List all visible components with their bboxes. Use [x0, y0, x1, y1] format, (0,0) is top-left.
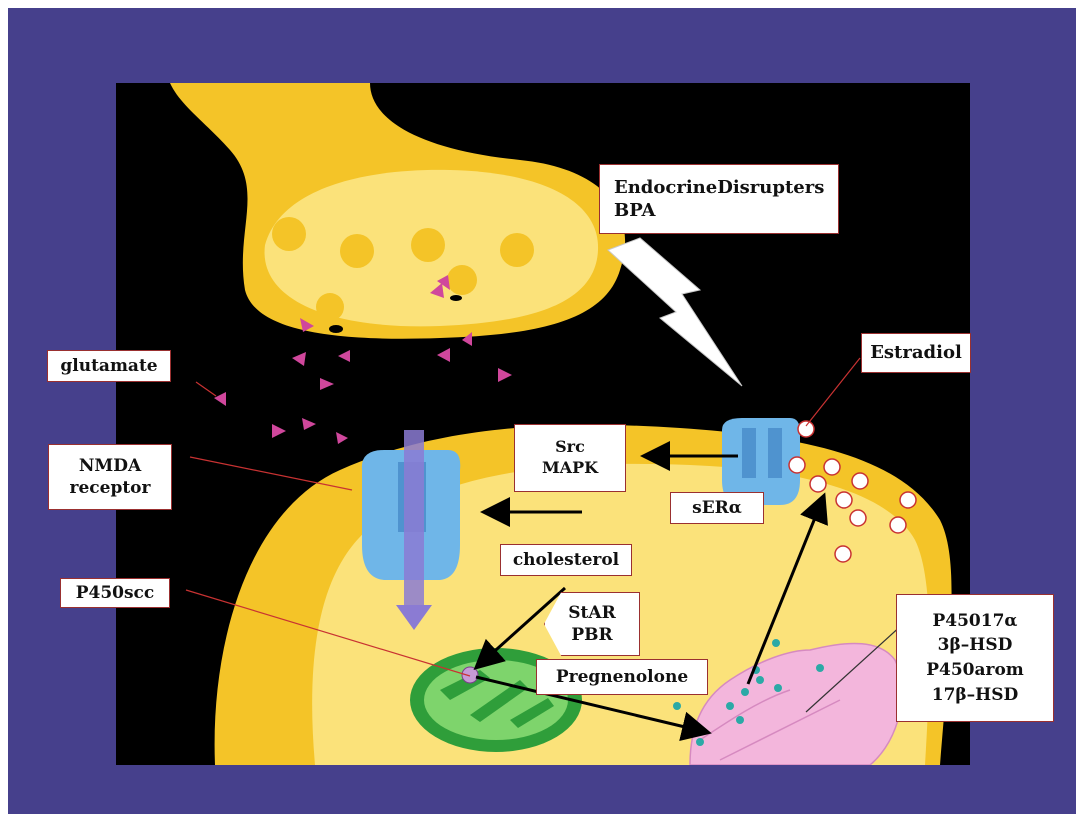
nmda-receptor-label: NMDA receptor [48, 444, 172, 510]
src-mapk-label: Src MAPK [514, 424, 626, 492]
ser-alpha-label: sERα [670, 492, 764, 524]
enzyme-p450arom: P450arom [926, 658, 1024, 683]
enzyme-p45017a: P45017α [932, 609, 1017, 634]
src-line1: Src [555, 437, 585, 458]
vesicle [447, 265, 477, 295]
estradiol-text: Estradiol [870, 341, 962, 364]
p450scc-text: P450scc [76, 582, 155, 604]
disrupters-line1: EndocrineDisrupters [614, 176, 824, 199]
enzymes-label: P45017α 3β–HSD P450arom 17β–HSD [896, 594, 1054, 722]
enzyme-3b-hsd: 3β–HSD [938, 633, 1013, 658]
vesicle-fusion [329, 325, 343, 333]
vesicle [411, 228, 445, 262]
pregnenolone-text: Pregnenolone [556, 666, 688, 688]
nmda-line2: receptor [70, 477, 151, 499]
vesicle [316, 293, 344, 321]
cholesterol-label: cholesterol [500, 544, 632, 576]
disrupters-line2: BPA [614, 199, 655, 222]
lightning-bolt [608, 238, 742, 386]
vesicle-fusion [450, 295, 462, 301]
vesicle [272, 217, 306, 251]
endocrine-disrupters-label: EndocrineDisrupters BPA [599, 164, 839, 234]
pregnenolone-label: Pregnenolone [536, 659, 708, 695]
nmda-line1: NMDA [79, 455, 141, 477]
vesicle [340, 234, 374, 268]
cholesterol-molecule [462, 667, 478, 683]
star-line1: StAR [568, 602, 615, 624]
vesicle [500, 233, 534, 267]
p450scc-label: P450scc [60, 578, 170, 608]
enzyme-17b-hsd: 17β–HSD [932, 683, 1019, 708]
estradiol-label: Estradiol [861, 333, 971, 373]
star-line2: PBR [571, 624, 612, 646]
glutamate-text: glutamate [60, 355, 157, 377]
star-pbr-label: StAR PBR [544, 592, 640, 656]
cholesterol-text: cholesterol [513, 549, 619, 571]
src-line2: MAPK [542, 458, 598, 479]
glutamate-label: glutamate [47, 350, 171, 382]
ser-alpha-text: sERα [692, 497, 742, 519]
